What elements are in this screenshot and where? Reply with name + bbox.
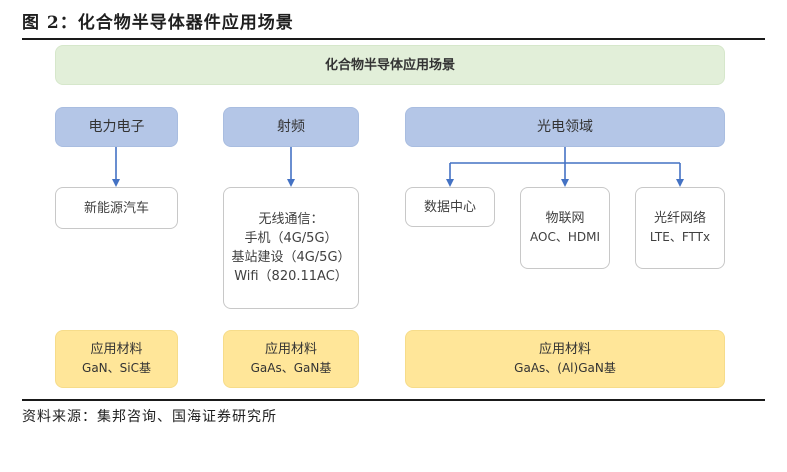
- material-sub: GaAs、(Al)GaN基: [514, 361, 616, 375]
- app-label: 基站建设（4G/5G）: [231, 250, 351, 265]
- footer-divider: [22, 399, 765, 401]
- category-power-electronics: 电力电子: [55, 107, 178, 147]
- app-wireless-communication: 无线通信： 手机（4G/5G） 基站建设（4G/5G） Wifi（820.11A…: [223, 187, 359, 309]
- app-label: 无线通信：: [258, 212, 324, 227]
- figure-title: 图 2：化合物半导体器件应用场景: [22, 13, 294, 33]
- app-sublabel: AOC、HDMI: [530, 230, 600, 244]
- category-label: 电力电子: [88, 118, 145, 135]
- category-label: 射频: [277, 118, 305, 135]
- title-divider: [22, 38, 765, 40]
- app-fiber-network: 光纤网络 LTE、FTTx: [635, 187, 725, 269]
- materials-power: 应用材料 GaN、SiC基: [55, 330, 178, 388]
- material-title: 应用材料: [264, 342, 317, 357]
- category-optoelectronics: 光电领域: [405, 107, 725, 147]
- material-sub: GaN、SiC基: [82, 361, 151, 375]
- material-title: 应用材料: [90, 342, 143, 357]
- root-node: 化合物半导体应用场景: [55, 45, 725, 85]
- source-note: 资料来源：集邦咨询、国海证券研究所: [22, 409, 277, 425]
- category-rf: 射频: [223, 107, 359, 147]
- app-label: Wifi（820.11AC）: [234, 269, 348, 284]
- app-label: 手机（4G/5G）: [244, 231, 338, 246]
- materials-optical: 应用材料 GaAs、(Al)GaN基: [405, 330, 725, 388]
- app-label: 物联网: [545, 211, 585, 226]
- material-sub: GaAs、GaN基: [250, 361, 332, 375]
- app-label: 光纤网络: [653, 211, 706, 226]
- root-label: 化合物半导体应用场景: [324, 57, 455, 73]
- app-data-center: 数据中心: [405, 187, 495, 227]
- app-iot: 物联网 AOC、HDMI: [520, 187, 610, 269]
- app-new-energy-vehicles: 新能源汽车: [55, 187, 178, 229]
- app-label: 新能源汽车: [83, 200, 149, 216]
- app-label: 数据中心: [423, 199, 476, 215]
- materials-rf: 应用材料 GaAs、GaN基: [223, 330, 359, 388]
- category-label: 光电领域: [537, 118, 593, 135]
- app-sublabel: LTE、FTTx: [649, 230, 711, 244]
- material-title: 应用材料: [538, 342, 591, 357]
